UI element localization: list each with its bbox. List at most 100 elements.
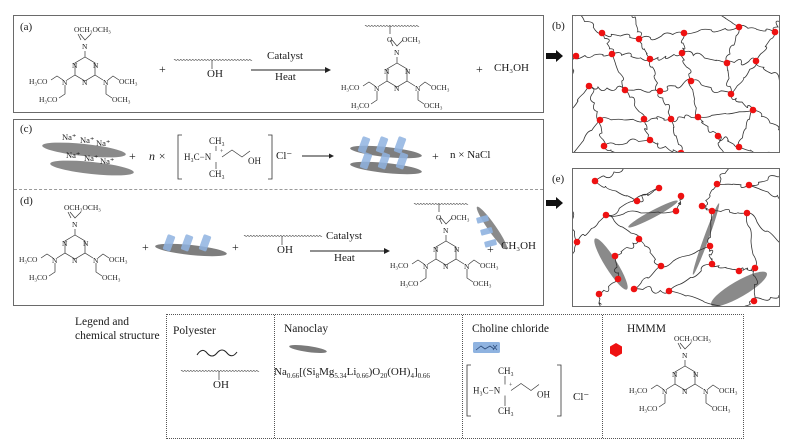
legend-box: Polyester OH Nanoclay Na0.66[(Si8Mg5.34L… <box>166 314 744 439</box>
ring-nitrogen: N <box>405 67 411 76</box>
bond <box>455 258 465 265</box>
triazine-ring <box>74 56 96 82</box>
hmmm-crosslink-node <box>608 50 616 58</box>
hmmm-crosslink-node <box>621 86 629 94</box>
arrow-to-panel-e <box>546 197 563 209</box>
bond <box>378 80 388 87</box>
polymer-chain <box>681 50 728 64</box>
ether-oxygen: O <box>436 213 442 222</box>
trimethylamine-group: H₃C−N <box>473 386 501 396</box>
polymer-chain <box>755 60 779 81</box>
polymer-chain <box>679 51 692 82</box>
hmmm-crosslink-node <box>598 29 606 37</box>
polyester-oh-chain <box>173 59 253 69</box>
hmmm-crosslink-node <box>596 116 604 124</box>
right-bracket <box>268 134 273 180</box>
bond <box>510 383 540 391</box>
hmmm-crosslink-node <box>735 143 743 151</box>
polyester-oh-chain <box>243 235 323 245</box>
hmmm-crosslink-node <box>672 207 680 215</box>
polymer-chain <box>649 52 683 61</box>
methoxy-group: OCH₃ <box>480 261 499 270</box>
methoxy-group: OCH₃ <box>109 255 128 264</box>
bond <box>419 269 427 283</box>
nanoclay-platelet <box>692 203 720 275</box>
polymer-chain <box>598 119 606 147</box>
polymer-chain <box>744 300 755 306</box>
polymer-chain <box>670 114 699 123</box>
hmmm-crosslink-node <box>667 115 675 123</box>
methoxy-group: H₃CO <box>639 404 658 413</box>
methoxy-group: OCH₃ <box>451 213 470 222</box>
formula-part: Mg <box>319 366 335 378</box>
polymer-chain <box>576 214 607 243</box>
polymer-chain <box>725 26 740 64</box>
hmmm-crosslink-node <box>630 285 638 293</box>
chloride-ion: Cl⁻ <box>276 150 293 162</box>
hmmm-crosslink-node <box>687 77 695 85</box>
ring-nitrogen: N <box>394 84 400 93</box>
positive-charge: + <box>509 383 513 389</box>
hmmm-crosslink-node <box>698 202 706 210</box>
bond <box>679 342 692 350</box>
polymer-chain <box>633 286 670 294</box>
arrow-catalyst-label: Catalyst <box>267 50 304 62</box>
polymer-chain <box>726 62 732 95</box>
hmmm-crosslink-hexagon-icon <box>610 343 622 357</box>
polymer-chain <box>752 109 779 131</box>
arrow-catalyst-label: Catalyst <box>326 230 363 242</box>
formula-part: 0.66 <box>286 372 300 381</box>
nanoclay-platelet-icon <box>289 345 327 353</box>
bond <box>95 263 103 277</box>
formula-part: [(Si <box>299 366 316 378</box>
polymer-chain <box>573 211 578 243</box>
polyester-backbone <box>173 59 253 61</box>
legend-title-line1: Legend and <box>75 316 129 328</box>
legend-polyester-oh: OH <box>213 379 229 391</box>
hmmm-crosslink-node <box>591 177 599 185</box>
bond <box>440 217 453 225</box>
choline-tag <box>180 234 194 252</box>
polymer-chain <box>573 85 590 109</box>
choline-tag <box>484 239 497 248</box>
polymer-chain <box>683 26 740 35</box>
amine-nitrogen: N <box>682 351 688 360</box>
polymer-chain <box>730 93 754 111</box>
polymer-chain <box>638 238 662 267</box>
hmmm-crosslink-node <box>678 49 686 57</box>
nanoclay-platelet <box>155 243 227 257</box>
na-ion: Na⁺ <box>62 132 77 142</box>
na-ion: Na⁺ <box>80 135 95 145</box>
polymer-chain <box>594 169 624 182</box>
polymer-chain <box>605 214 640 240</box>
amine-nitrogen: N <box>464 262 470 271</box>
hmmm-crosslink-node <box>657 262 665 270</box>
bond <box>94 74 104 81</box>
hmmm-crosslink-node <box>646 136 654 144</box>
legend-title-line2: chemical structure <box>75 330 160 342</box>
hmmm-crosslink-node <box>708 207 716 215</box>
polymer-chain <box>611 53 626 91</box>
hmmm-crosslink-node <box>727 90 735 98</box>
amine-nitrogen: N <box>72 220 78 229</box>
methoxy-group: H₃CO <box>29 273 48 282</box>
och3-pair: OCH₃OCH₃ <box>674 334 711 343</box>
bond <box>84 252 94 259</box>
amine-nitrogen: N <box>394 48 400 57</box>
methoxy-group: OCH₃ <box>719 386 738 395</box>
triazine-ring <box>435 240 457 266</box>
choline-tag <box>476 215 489 224</box>
ring-nitrogen: N <box>62 239 68 248</box>
polymer-chain <box>575 53 613 60</box>
hmmm-crosslink-node <box>677 149 685 152</box>
polyester-wave-icon <box>196 349 238 357</box>
polymer-chain <box>599 117 645 123</box>
hmmm-crosslink-node <box>694 113 702 121</box>
hmmm-crosslink-node <box>743 209 751 217</box>
methoxy-group: H₃CO <box>29 77 48 86</box>
methyl-group: CH₃ <box>498 366 514 376</box>
polymer-chain <box>624 88 661 93</box>
bond <box>362 81 376 87</box>
polymer-chain <box>726 57 757 66</box>
